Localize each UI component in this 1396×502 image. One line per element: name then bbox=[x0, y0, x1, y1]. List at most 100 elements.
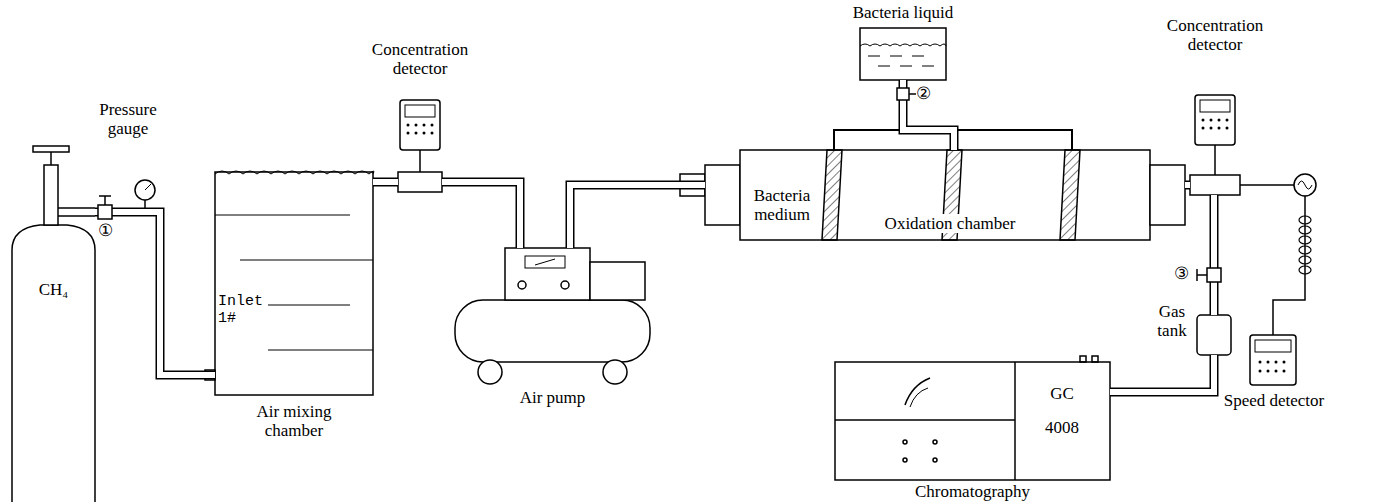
signal-coil bbox=[1299, 226, 1311, 234]
gas-tank: Gas tank bbox=[1197, 315, 1231, 355]
chromatograph bbox=[910, 388, 928, 407]
detector-buttons bbox=[407, 132, 410, 135]
node-label: Air mixing chamber bbox=[244, 402, 344, 440]
gas-cylinder bbox=[58, 215, 95, 217]
valve bbox=[1197, 274, 1207, 276]
pipe-wall bbox=[373, 178, 398, 187]
mixing-chamber bbox=[205, 171, 374, 395]
pipe-line bbox=[570, 185, 705, 248]
air-pump bbox=[603, 360, 627, 384]
speed-detector-device bbox=[1250, 335, 1296, 385]
detector-buttons bbox=[1218, 127, 1221, 130]
air-pump bbox=[455, 300, 650, 362]
pipe-wall bbox=[1110, 355, 1214, 392]
mixing-chamber bbox=[268, 350, 373, 351]
oxidation-chamber bbox=[705, 165, 740, 225]
mixing-chamber bbox=[215, 171, 374, 174]
detector-buttons bbox=[1226, 119, 1229, 122]
pipe-wall bbox=[1210, 195, 1219, 315]
mixing-chamber bbox=[268, 305, 350, 306]
detector-buttons bbox=[1210, 119, 1213, 122]
pressure-gauge bbox=[135, 180, 155, 200]
detector-device bbox=[1190, 175, 1240, 195]
detector-device bbox=[400, 100, 440, 150]
air-pump bbox=[561, 281, 569, 289]
mixing-chamber bbox=[215, 172, 373, 395]
pipe-line bbox=[1185, 185, 1190, 186]
chromatograph bbox=[933, 440, 937, 444]
gas-cylinder bbox=[44, 165, 58, 225]
bacteria-tank bbox=[860, 28, 946, 80]
pipe-wall bbox=[570, 185, 705, 248]
chromatograph: GC4008Chromatography bbox=[835, 362, 1110, 480]
detector-device bbox=[398, 172, 442, 192]
node-label: Bacteria liquid bbox=[838, 3, 968, 22]
pipe-wall bbox=[442, 182, 520, 248]
signal-coil bbox=[1299, 236, 1311, 244]
chromatograph bbox=[905, 378, 930, 405]
bacteria-tank bbox=[890, 56, 902, 57]
callout-number: ① bbox=[94, 221, 116, 240]
bacteria-tank: Bacteria liquid bbox=[860, 28, 946, 80]
air-pump bbox=[518, 281, 526, 289]
air-pump bbox=[478, 360, 502, 384]
chromatograph bbox=[1092, 356, 1098, 362]
gas-tank bbox=[1197, 315, 1231, 355]
speed-detector-device bbox=[1255, 340, 1291, 352]
valve bbox=[897, 88, 909, 100]
callout-number: ② bbox=[912, 84, 934, 103]
node-label: CH₄ bbox=[26, 280, 81, 299]
detector-device bbox=[405, 105, 435, 117]
concentration-detector: Concentration detector bbox=[398, 100, 442, 192]
air-pump bbox=[525, 256, 565, 268]
signal-coil bbox=[1299, 256, 1311, 264]
part-label: Bacteria medium bbox=[742, 186, 822, 224]
signal-coil bbox=[1299, 266, 1311, 274]
oxidation-chamber bbox=[1150, 165, 1185, 225]
mixing-chamber: Air mixing chamber bbox=[215, 172, 373, 395]
pressure-gauge bbox=[135, 180, 155, 208]
pipe-line bbox=[1110, 355, 1214, 392]
valve bbox=[104, 196, 106, 205]
mixing-chamber bbox=[215, 215, 350, 216]
pipe-bore bbox=[1211, 195, 1217, 315]
pipe-line bbox=[373, 182, 398, 183]
gas-cylinder bbox=[58, 207, 95, 209]
detector-buttons bbox=[1226, 127, 1229, 130]
detector-buttons bbox=[415, 124, 418, 127]
signal-coil bbox=[1299, 246, 1311, 254]
signal-coil bbox=[1299, 216, 1311, 274]
speed-detector-buttons bbox=[1267, 361, 1270, 364]
pipe-line bbox=[903, 80, 954, 150]
pipe-bore bbox=[373, 179, 398, 185]
pipe-bore bbox=[903, 80, 954, 150]
node-label: Concentration detector bbox=[360, 40, 480, 78]
chromatograph bbox=[835, 356, 1110, 480]
speed-detector: Speed detector bbox=[1250, 335, 1296, 385]
pipe-line bbox=[1240, 185, 1305, 335]
gas-cylinder bbox=[12, 225, 95, 502]
detector-buttons bbox=[423, 132, 426, 135]
chromatograph bbox=[933, 458, 937, 462]
pipe-bore bbox=[442, 182, 520, 248]
speed-detector-buttons bbox=[1283, 361, 1286, 364]
detector-device bbox=[1214, 145, 1216, 175]
pipe-wall bbox=[903, 80, 954, 150]
pipe-line bbox=[442, 182, 520, 248]
speed-detector-buttons bbox=[1283, 370, 1286, 373]
speed-detector-buttons bbox=[1259, 361, 1286, 373]
bacteria-tank bbox=[900, 66, 912, 67]
pipe-line bbox=[1214, 195, 1215, 315]
concentration-detector: Concentration detector bbox=[1190, 95, 1240, 195]
gas-cylinder bbox=[33, 146, 69, 152]
bacteria-tank bbox=[860, 44, 946, 46]
detector-buttons bbox=[431, 124, 434, 127]
speed-wheel bbox=[1294, 174, 1316, 196]
oxidation-chamber bbox=[740, 150, 1150, 240]
gas-tank bbox=[1197, 315, 1231, 355]
chromatograph bbox=[835, 362, 1110, 480]
bacteria-tank bbox=[878, 66, 890, 67]
oxidation-chamber bbox=[822, 150, 842, 240]
